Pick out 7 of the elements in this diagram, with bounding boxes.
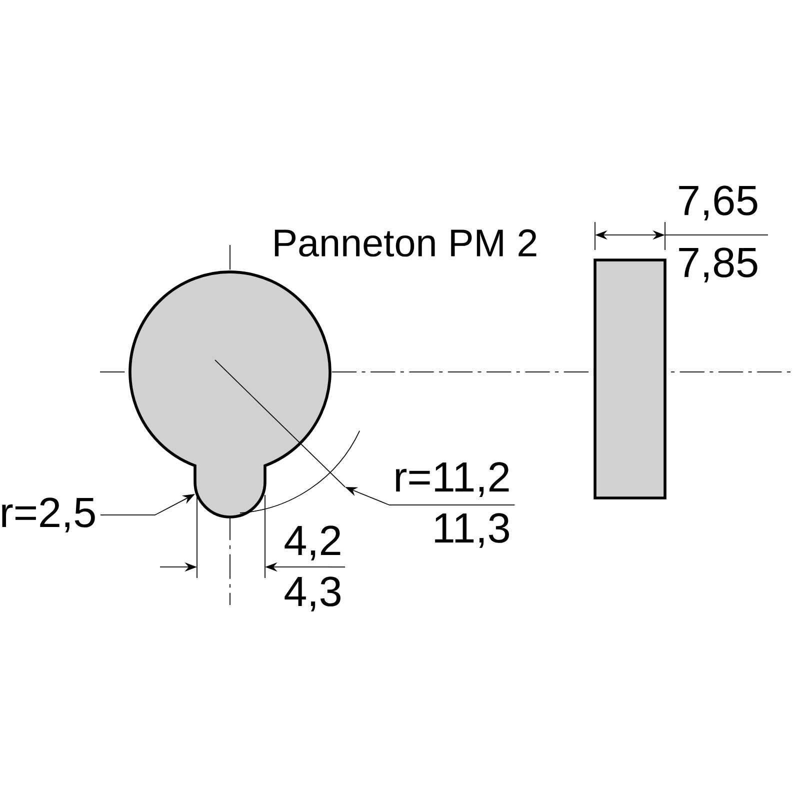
dimension-value: 7,65 [679, 186, 758, 220]
radius-label: r=11,2 11,3 [396, 462, 509, 548]
title: Panneton PM 2 [274, 229, 536, 257]
dimension-value: 4,3 [284, 576, 340, 612]
dimension-value: 7,85 [679, 248, 758, 282]
radius-label: r=2,5 [2, 498, 95, 532]
dimension-value: 4,2 [284, 526, 340, 560]
